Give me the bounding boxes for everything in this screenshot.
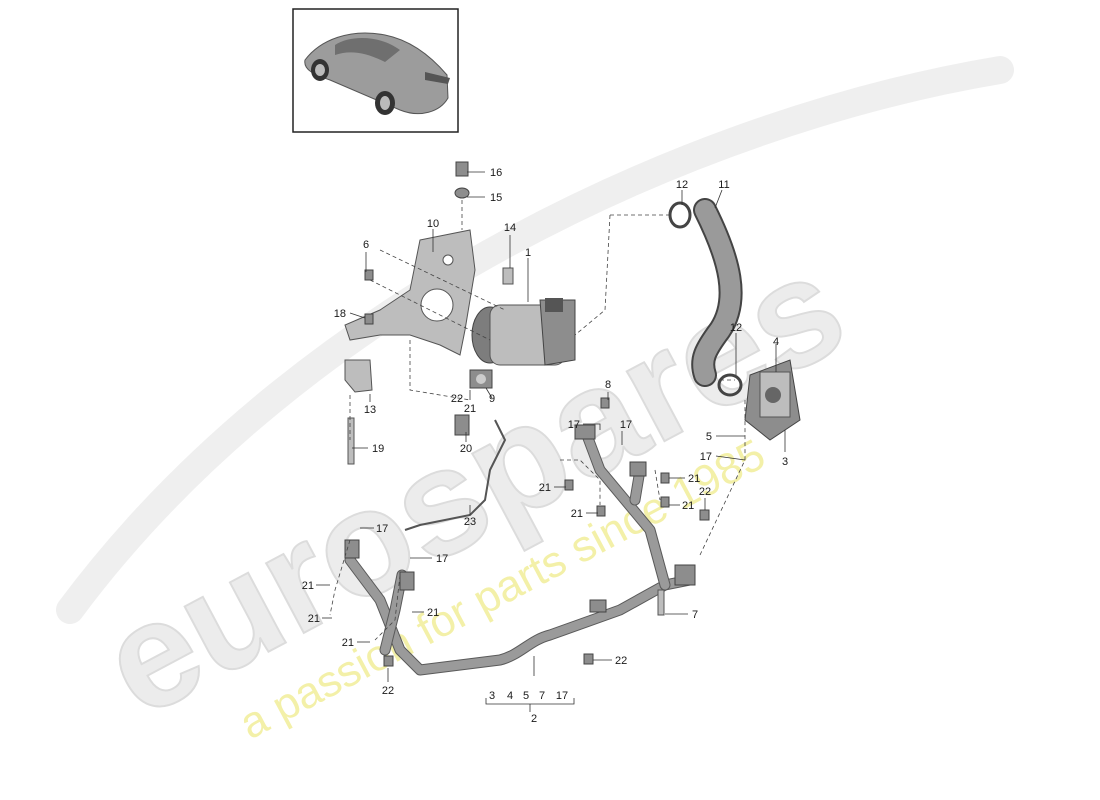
bolt-22-left xyxy=(383,655,394,667)
callout-4: 4 xyxy=(773,336,779,348)
callout-12-upper: 12 xyxy=(676,179,688,191)
leader-lines xyxy=(316,171,786,712)
callout-21-f: 21 xyxy=(302,580,314,592)
wiring-harness xyxy=(404,419,507,531)
callout-17-e: 17 xyxy=(436,553,448,565)
bolt-6 xyxy=(364,269,374,281)
assembly-group: 3 4 5 7 17 xyxy=(489,690,568,702)
callout-22-b: 22 xyxy=(615,655,627,667)
fasteners xyxy=(347,161,710,667)
bolt-19 xyxy=(347,417,355,465)
washer-15 xyxy=(454,187,470,199)
stud-14 xyxy=(502,267,514,285)
callout-21-h: 21 xyxy=(427,607,439,619)
callout-9: 9 xyxy=(489,393,495,405)
callout-11: 11 xyxy=(718,179,729,191)
callout-18: 18 xyxy=(334,308,346,320)
callout-5: 5 xyxy=(706,431,712,443)
callout-13: 13 xyxy=(364,404,376,416)
group-item-3: 3 xyxy=(489,690,495,702)
callout-10: 10 xyxy=(427,218,439,230)
callout-23: 23 xyxy=(464,516,476,528)
callout-17-d: 17 xyxy=(376,523,388,535)
mounting-bracket xyxy=(344,229,476,356)
callout-19: 19 xyxy=(372,443,384,455)
callout-14: 14 xyxy=(504,222,516,234)
hose-clamp-lower xyxy=(717,373,743,397)
callout-2: 2 xyxy=(531,713,537,725)
hose-clamp-upper xyxy=(668,201,692,229)
group-item-5: 5 xyxy=(523,690,529,702)
callout-21-d: 21 xyxy=(688,473,700,485)
callout-labels: 1 2 3 4 5 6 7 8 9 10 11 12 12 13 14 15 1… xyxy=(302,167,788,725)
callout-6: 6 xyxy=(363,239,369,251)
group-item-7: 7 xyxy=(539,690,545,702)
cap-16 xyxy=(455,161,469,177)
temperature-sensor xyxy=(454,414,470,436)
bolt-21-d xyxy=(660,472,670,484)
callout-7: 7 xyxy=(692,609,698,621)
callout-21-e: 21 xyxy=(682,500,694,512)
bolt-21-c xyxy=(660,496,670,508)
auxiliary-water-pump xyxy=(471,298,576,366)
vehicle-thumbnail xyxy=(292,8,459,133)
bolt-8 xyxy=(600,397,610,409)
sensor-component xyxy=(469,369,493,389)
group-item-4: 4 xyxy=(507,690,513,702)
bolt-22-right xyxy=(699,509,710,521)
callout-22-d: 22 xyxy=(699,486,711,498)
bolt-18 xyxy=(364,313,374,325)
callout-1: 1 xyxy=(525,247,531,259)
callout-21-a: 21 xyxy=(464,403,476,415)
callout-8: 8 xyxy=(605,379,611,391)
callout-22-c: 22 xyxy=(382,685,394,697)
valve-housing xyxy=(744,359,801,441)
pipe-assembly xyxy=(344,424,696,676)
callout-21-g: 21 xyxy=(308,613,320,625)
callout-3: 3 xyxy=(782,456,788,468)
callout-21-c: 21 xyxy=(571,508,583,520)
callout-17-c: 17 xyxy=(700,451,712,463)
callout-17-b: 17 xyxy=(620,419,632,431)
bolt-7 xyxy=(657,589,665,616)
bolt-21-a xyxy=(564,479,574,491)
callout-16: 16 xyxy=(490,167,502,179)
callout-21-b: 21 xyxy=(539,482,551,494)
group-item-17: 17 xyxy=(556,690,568,702)
bolt-22-lower xyxy=(583,653,594,665)
callout-17-a: 17 xyxy=(568,419,580,431)
car-icon xyxy=(304,32,450,115)
bolt-21-b xyxy=(596,505,606,517)
support-bracket xyxy=(344,359,373,393)
callout-22-a: 22 xyxy=(451,393,463,405)
callout-12-lower: 12 xyxy=(730,322,742,334)
coolant-hose xyxy=(691,198,743,387)
callout-20: 20 xyxy=(460,443,472,455)
callout-15: 15 xyxy=(490,192,502,204)
callout-21-i: 21 xyxy=(342,637,354,649)
